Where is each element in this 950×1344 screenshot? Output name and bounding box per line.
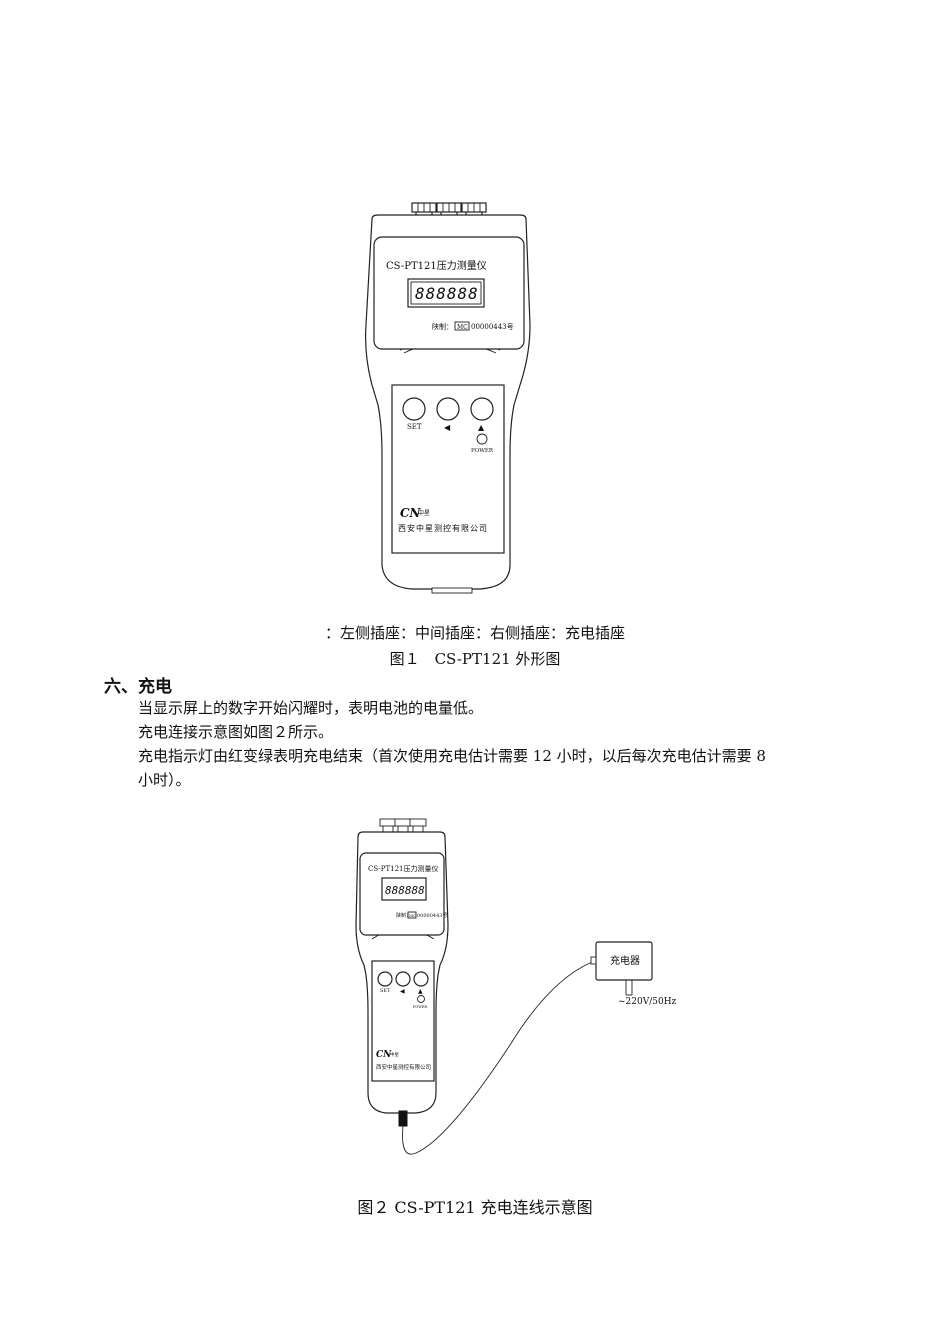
- lcd-display: [381, 877, 427, 901]
- cert-mark: MC: [457, 324, 468, 331]
- figure-1-legend: ：左侧插座：中间插座：右侧插座：充电插座: [324, 624, 625, 642]
- voltage-label: ~220V/50Hz: [618, 997, 677, 1007]
- cert-number: 00000443号: [417, 913, 447, 919]
- brand-logo: CN: [376, 1050, 392, 1060]
- brand-name: 中星: [390, 1051, 399, 1058]
- figure-2-charging-drawing: CS-PT121压力测量仪 888888 陕制： MC 00000443号 SE…: [355, 818, 677, 1155]
- left-button: [395, 971, 411, 987]
- up-button: [470, 397, 494, 421]
- set-label: SET: [407, 423, 422, 431]
- section-paragraph: 当显示屏上的数字开始闪耀时，表明电池的电量低。: [138, 699, 484, 717]
- charging-cable: [402, 961, 593, 1155]
- lcd-digits: 888888: [385, 884, 425, 897]
- left-arrow-icon: ◀: [444, 423, 451, 432]
- device-title: CS-PT121压力测量仪: [368, 864, 439, 873]
- cert-mark: MC: [409, 913, 416, 918]
- figure-1-device-drawing: CS-PT121压力测量仪 888888 陕制： MC 00000443号 SE…: [365, 202, 531, 594]
- keypad-panel: [391, 384, 505, 554]
- power-led: [417, 995, 425, 1003]
- lcd-display: [407, 278, 485, 308]
- charging-plug: [398, 1110, 408, 1127]
- up-arrow-icon: ▲: [418, 988, 423, 995]
- set-button: [377, 971, 393, 987]
- connector-group: [379, 818, 427, 836]
- company-name: 西安中星测控有限公司: [398, 523, 488, 533]
- left-arrow-icon: ◀: [400, 988, 405, 995]
- set-label: SET: [380, 988, 391, 994]
- figure-1-caption: 图１ CS-PT121 外形图: [389, 650, 561, 668]
- up-button: [413, 971, 429, 987]
- keypad-panel: [371, 960, 435, 1082]
- power-led: [476, 433, 488, 445]
- cert-number: 00000443号: [471, 323, 514, 331]
- power-label: POWER: [413, 1005, 427, 1009]
- company-name: 西安中星测控有限公司: [376, 1063, 431, 1071]
- section-paragraph: 充电连接示意图如图２所示。: [138, 723, 334, 741]
- set-button: [402, 397, 426, 421]
- lcd-digits: 888888: [415, 284, 479, 303]
- cert-text: 陕制：: [432, 322, 453, 331]
- brand-name: 中星: [418, 509, 430, 517]
- section-paragraph: 充电指示灯由红变绿表明充电结束（首次使用充电估计需要 12 小时，以后每次充电估…: [138, 747, 766, 765]
- up-arrow-icon: ▲: [478, 423, 485, 432]
- charger-label: 充电器: [610, 954, 640, 967]
- cert-text: 陕制：: [396, 912, 411, 919]
- left-button: [436, 397, 460, 421]
- section-paragraph: 小时）。: [138, 771, 191, 789]
- section-heading: 六、充电: [104, 677, 172, 697]
- device-title: CS-PT121压力测量仪: [386, 259, 487, 272]
- brand-logo: CN: [400, 506, 422, 520]
- power-label: POWER: [471, 448, 494, 454]
- figure-2-caption: 图２ CS-PT121 充电连线示意图: [357, 1198, 593, 1217]
